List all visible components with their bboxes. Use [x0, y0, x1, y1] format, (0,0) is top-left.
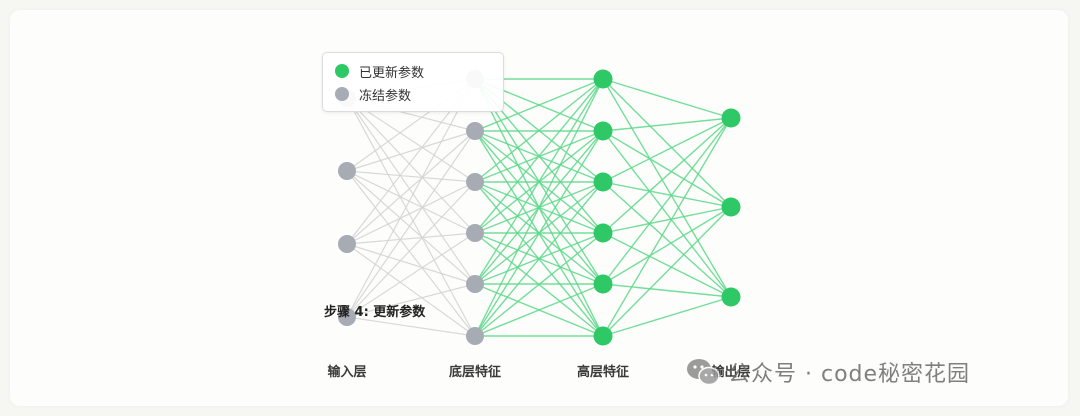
legend-item-updated: 已更新参数 — [335, 61, 424, 81]
node-frozen — [466, 275, 484, 293]
node-frozen — [338, 162, 356, 180]
watermark-text: 公众号 · code秘密花园 — [728, 362, 971, 387]
connection-line — [602, 117, 732, 337]
connection-line — [346, 243, 476, 337]
connection-line — [602, 117, 732, 285]
connection-line — [346, 97, 476, 337]
connection-line — [346, 130, 476, 318]
connections-group — [346, 78, 732, 337]
node-updated — [593, 326, 613, 346]
connection-line — [346, 283, 476, 318]
node-frozen — [338, 308, 356, 326]
connection-line — [602, 206, 732, 337]
step-label: 步骤 4: 更新参数 — [324, 305, 426, 320]
connection-line — [602, 117, 732, 234]
connection-line — [474, 232, 604, 337]
legend: 已更新参数 冻结参数 — [322, 52, 504, 112]
connection-line — [602, 117, 732, 183]
node-updated — [593, 172, 613, 192]
connection-line — [346, 97, 476, 234]
node-updated — [721, 108, 741, 128]
layer-label-low-features: 底层特征 — [448, 365, 502, 380]
connection-line — [346, 97, 476, 285]
node-frozen — [466, 224, 484, 242]
watermark: 公众号 · code秘密花园 — [686, 357, 970, 387]
node-updated — [593, 274, 613, 294]
connection-line — [602, 296, 732, 337]
connection-line — [346, 97, 476, 183]
wechat-icon — [687, 359, 720, 386]
connection-line — [602, 181, 732, 208]
layer-label-output: 输出层 — [711, 365, 751, 380]
connection-line — [346, 181, 476, 245]
connection-line — [474, 78, 604, 183]
legend-item-frozen: 冻结参数 — [335, 84, 411, 104]
connection-line — [474, 130, 604, 337]
connection-line — [474, 283, 604, 337]
connection-line — [346, 243, 476, 285]
connection-line — [346, 170, 476, 285]
connection-line — [602, 206, 732, 285]
node-updated — [593, 69, 613, 89]
connection-line — [474, 78, 604, 234]
legend-label-frozen: 冻结参数 — [359, 88, 412, 104]
connection-line — [346, 232, 476, 318]
connection-line — [602, 117, 732, 132]
connection-line — [474, 181, 604, 337]
node-frozen — [466, 327, 484, 345]
node-updated — [721, 287, 741, 307]
node-updated — [721, 197, 741, 217]
connection-line — [602, 78, 732, 208]
connection-line — [346, 232, 476, 245]
legend-label-updated: 已更新参数 — [359, 65, 425, 81]
node-updated — [593, 223, 613, 243]
connection-line — [474, 78, 604, 285]
node-frozen — [338, 235, 356, 253]
updated-dot-icon — [335, 64, 349, 78]
node-frozen — [466, 122, 484, 140]
connection-line — [346, 170, 476, 183]
connection-line — [602, 181, 732, 298]
connection-line — [474, 78, 604, 337]
node-frozen — [466, 173, 484, 191]
connection-line — [602, 206, 732, 234]
connection-line — [346, 130, 476, 245]
connection-line — [602, 283, 732, 298]
connection-line — [602, 232, 732, 298]
connection-line — [346, 181, 476, 318]
connection-line — [346, 316, 476, 337]
connection-line — [602, 78, 732, 298]
connection-line — [474, 78, 604, 132]
node-updated — [593, 121, 613, 141]
nodes-group — [338, 69, 741, 346]
connection-line — [346, 130, 476, 172]
connection-line — [602, 130, 732, 208]
frozen-dot-icon — [335, 87, 349, 101]
layer-label-high-features: 高层特征 — [576, 365, 630, 380]
connection-line — [602, 78, 732, 119]
layer-label-input: 输入层 — [327, 365, 367, 380]
connection-line — [346, 78, 476, 318]
connection-line — [602, 130, 732, 298]
connection-line — [346, 170, 476, 337]
connection-line — [346, 170, 476, 234]
